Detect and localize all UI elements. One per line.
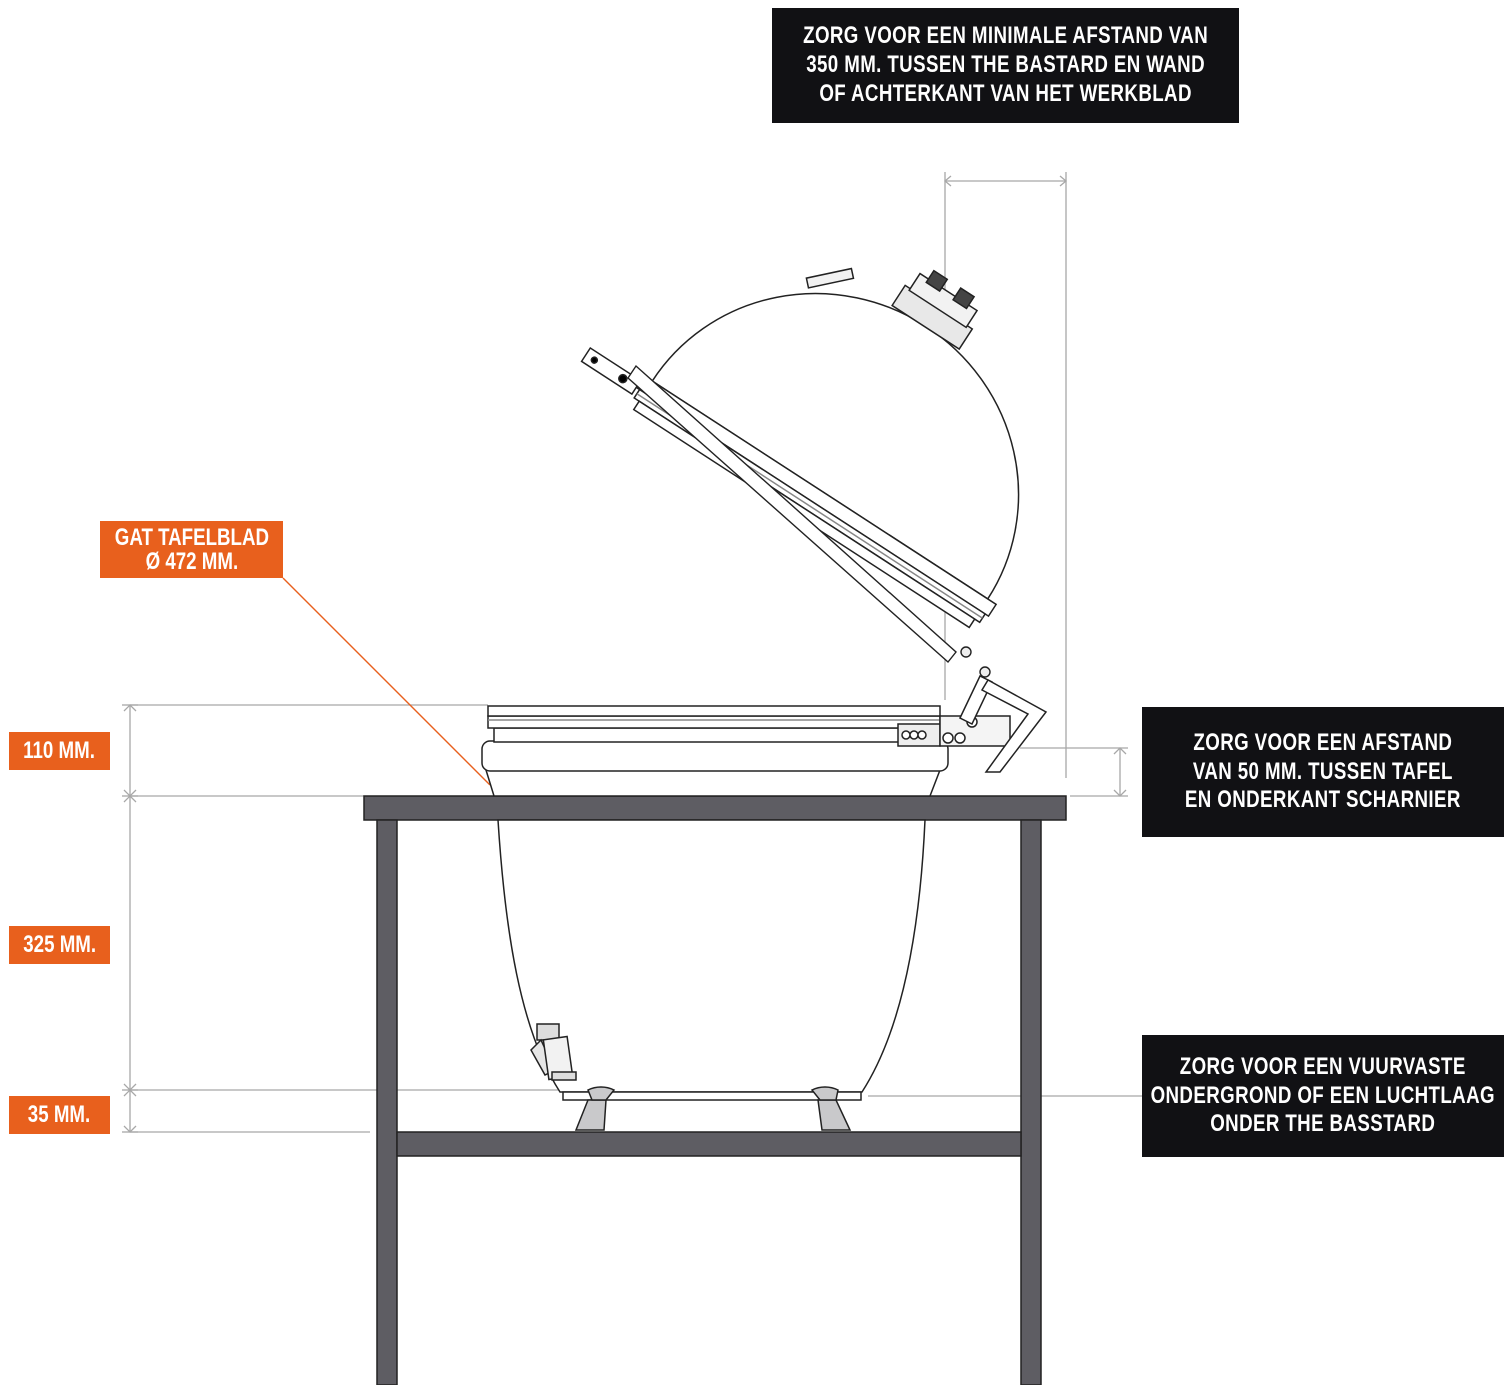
tabletop-hole-line-2: Ø 472 MM. [145, 547, 238, 575]
hinge-clearance-line-3: EN ONDERKANT SCHARNIER [1185, 786, 1461, 814]
dimension-label-35: 35 MM. [9, 1096, 110, 1134]
base-surface-note: ZORG VOOR EEN VUURVASTE ONDERGROND OF EE… [1142, 1035, 1504, 1157]
base-rim [481, 705, 949, 772]
top-vent-icon [891, 269, 979, 351]
lid-handle [580, 346, 642, 396]
base-surface-line-2: ONDERGROND OF EEN LUCHTLAAG [1150, 1081, 1496, 1109]
tabletop-hole-label: GAT TAFELBLAD Ø 472 MM. [100, 521, 283, 578]
tabletop-hole-line-1: GAT TAFELBLAD [114, 523, 269, 551]
hinge-assembly [897, 674, 1048, 773]
left-table-leg [376, 819, 398, 1385]
base-surface-line-3: ONDER THE BASSTARD [1210, 1110, 1436, 1138]
draft-door-icon [530, 1023, 577, 1081]
top-clearance-line-2: 350 MM. TUSSEN THE BASTARD EN WAND [806, 51, 1205, 79]
dimension-lines [122, 172, 1142, 1133]
dimension-label-325: 325 MM. [9, 926, 110, 964]
top-clearance-note: ZORG VOOR EEN MINIMALE AFSTAND VAN 350 M… [772, 8, 1239, 123]
dimension-label-110: 110 MM. [9, 732, 110, 770]
grill-base [484, 769, 942, 1131]
hinge-clearance-note: ZORG VOOR EEN AFSTAND VAN 50 MM. TUSSEN … [1142, 707, 1504, 837]
tabletop [363, 795, 1067, 821]
top-clearance-line-1: ZORG VOOR EEN MINIMALE AFSTAND VAN [803, 22, 1208, 50]
stand-foot-right [817, 1099, 852, 1131]
top-clearance-line-3: OF ACHTERKANT VAN HET WERKBLAD [819, 79, 1192, 107]
egg-body [497, 819, 926, 1093]
stand-foot-left [574, 1099, 607, 1131]
hinge-clearance-line-2: VAN 50 MM. TUSSEN TAFEL [1193, 757, 1453, 785]
thermometer-icon [805, 267, 855, 289]
tabletop-hole-leader [282, 577, 491, 786]
stand-plate [562, 1091, 862, 1101]
right-table-leg [1020, 819, 1042, 1385]
hinge-clearance-line-1: ZORG VOOR EEN AFSTAND [1193, 728, 1453, 756]
lid-band [627, 364, 991, 678]
grill-lid [580, 267, 1020, 629]
table-frame [363, 795, 1067, 1385]
lower-crossbar [396, 1131, 1022, 1157]
base-surface-line-1: ZORG VOOR EEN VUURVASTE [1179, 1052, 1466, 1080]
